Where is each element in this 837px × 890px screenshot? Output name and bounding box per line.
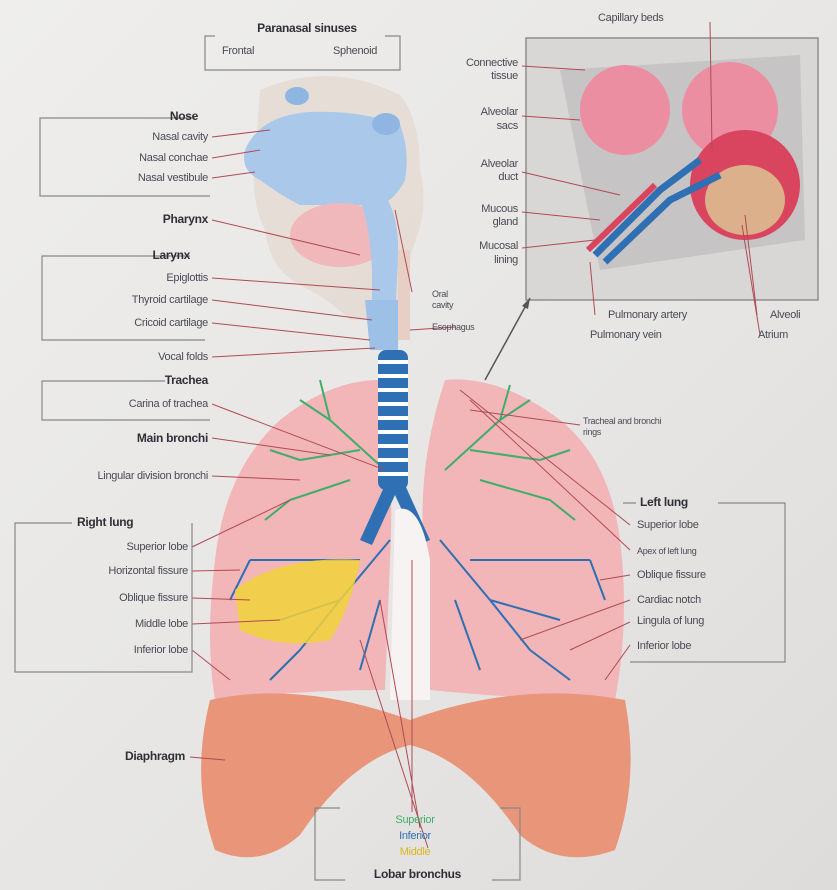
mucosal-lining-line-1: Mucosal — [420, 240, 518, 253]
right-lung-item-2: Horizontal fissure — [20, 565, 188, 578]
left-lung-item-5: Lingula of lung — [637, 615, 704, 628]
left-lung-item-4: Cardiac notch — [637, 594, 701, 607]
mucous-gland-line-2: gland — [420, 216, 518, 229]
capillary-beds-label: Capillary beds — [598, 12, 664, 25]
larynx-item-2: Thyroid cartilage — [50, 294, 208, 307]
right-lung-title: Right lung — [77, 516, 133, 529]
alv-sacs-line-2: sacs — [420, 120, 518, 133]
left-lung-item-3: Oblique fissure — [637, 569, 706, 582]
atrium-label: Atrium — [758, 329, 788, 342]
diaphragm-label: Diaphragm — [40, 750, 185, 763]
vocal-folds-label: Vocal folds — [50, 351, 208, 364]
nose-title: Nose — [80, 110, 198, 123]
oral-cavity-line-2: cavity — [432, 300, 453, 310]
nose-item-2: Nasal conchae — [50, 152, 208, 165]
left-lung-item-2: Apex of left lung — [637, 546, 696, 556]
alveolar-sac-a — [580, 65, 670, 155]
nose-item-1: Nasal cavity — [50, 131, 208, 144]
lobar-superior: Superior — [365, 814, 465, 827]
sphenoid-label: Sphenoid — [333, 45, 377, 58]
larynx-title: Larynx — [80, 249, 190, 262]
esophagus-label: Esophagus — [432, 322, 474, 332]
alv-sacs-line-1: Alveolar — [420, 106, 518, 119]
frontal-label: Frontal — [222, 45, 254, 58]
right-lung-item-3: Oblique fissure — [20, 592, 188, 605]
left-lung-title: Left lung — [640, 496, 688, 509]
carina-label: Carina of trachea — [50, 398, 208, 411]
left-lung-item-1: Superior lobe — [637, 519, 699, 532]
larynx-item-1: Epiglottis — [50, 272, 208, 285]
pulmonary-artery-label: Pulmonary artery — [608, 309, 687, 322]
nose-item-3: Nasal vestibule — [50, 172, 208, 185]
tracheal-rings-line-1: Tracheal and bronchi — [583, 416, 661, 426]
lobar-title: Lobar bronchus — [340, 868, 495, 881]
right-lung-item-4: Middle lobe — [20, 618, 188, 631]
larynx-shape — [365, 300, 398, 350]
oral-cavity-line-1: Oral — [432, 289, 448, 299]
pharynx-label: Pharynx — [80, 213, 208, 226]
right-lung-item-1: Superior lobe — [20, 541, 188, 554]
alv-duct-line-2: duct — [420, 171, 518, 184]
lobar-middle: Middle — [365, 846, 465, 859]
inset-pointer-arrow — [485, 298, 530, 380]
main-bronchi-label: Main bronchi — [50, 432, 208, 445]
alveoli-label: Alveoli — [770, 309, 800, 322]
trachea-title: Trachea — [60, 374, 208, 387]
paranasal-title: Paranasal sinuses — [227, 22, 387, 35]
mediastinum-gap — [390, 509, 430, 700]
lingular-label: Lingular division bronchi — [10, 470, 208, 483]
frontal-sinus-shape — [285, 87, 309, 105]
mucosal-lining-line-2: lining — [420, 254, 518, 267]
lobar-inferior: Inferior — [365, 830, 465, 843]
larynx-item-3: Cricoid cartilage — [50, 317, 208, 330]
right-lung-item-5: Inferior lobe — [20, 644, 188, 657]
connective-line-2: tissue — [420, 70, 518, 83]
esophagus-shape — [398, 250, 410, 340]
sphenoid-sinus-shape — [372, 113, 400, 135]
mucous-gland-line-1: Mucous — [420, 203, 518, 216]
left-lung-item-6: Inferior lobe — [637, 640, 691, 653]
pulmonary-vein-label: Pulmonary vein — [590, 329, 662, 342]
alv-duct-line-1: Alveolar — [420, 158, 518, 171]
tracheal-rings-line-2: rings — [583, 427, 601, 437]
connective-line-1: Connective — [420, 57, 518, 70]
